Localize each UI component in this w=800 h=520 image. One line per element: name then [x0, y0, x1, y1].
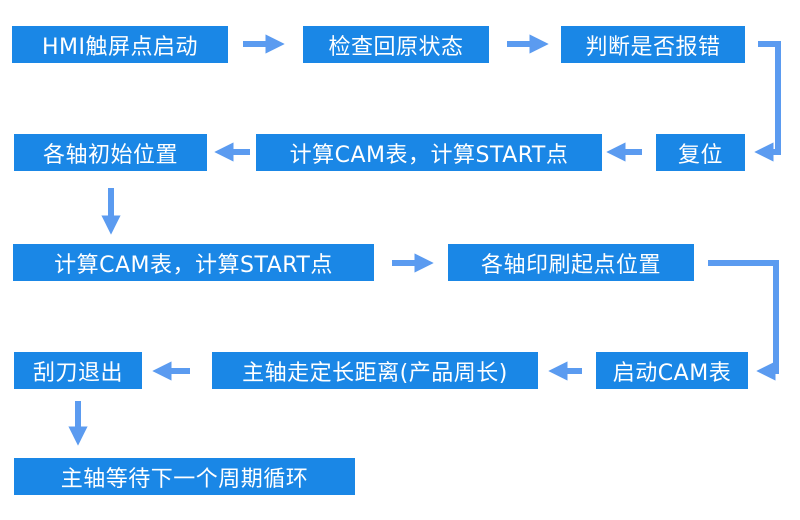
node-blade-retract: 刮刀退出	[14, 352, 142, 389]
node-axes-print-start-position: 各轴印刷起点位置	[448, 244, 694, 281]
node-reset: 复位	[656, 134, 745, 171]
node-calc-cam-start-2: 计算CAM表，计算START点	[13, 244, 374, 281]
arrow-judge-to-reset	[754, 41, 781, 162]
node-hmi-start: HMI触屏点启动	[12, 26, 228, 63]
node-calc-cam-start-1: 计算CAM表，计算START点	[256, 134, 602, 171]
node-start-cam-table: 启动CAM表	[596, 352, 748, 389]
node-main-axis-travel: 主轴走定长距离(产品周长)	[212, 352, 538, 389]
arrow-print-start-to-cam	[708, 260, 779, 381]
node-judge-error: 判断是否报错	[561, 26, 745, 63]
node-axes-initial-position: 各轴初始位置	[14, 134, 207, 171]
node-check-origin: 检查回原状态	[303, 26, 489, 63]
node-main-axis-wait: 主轴等待下一个周期循环	[14, 458, 355, 495]
